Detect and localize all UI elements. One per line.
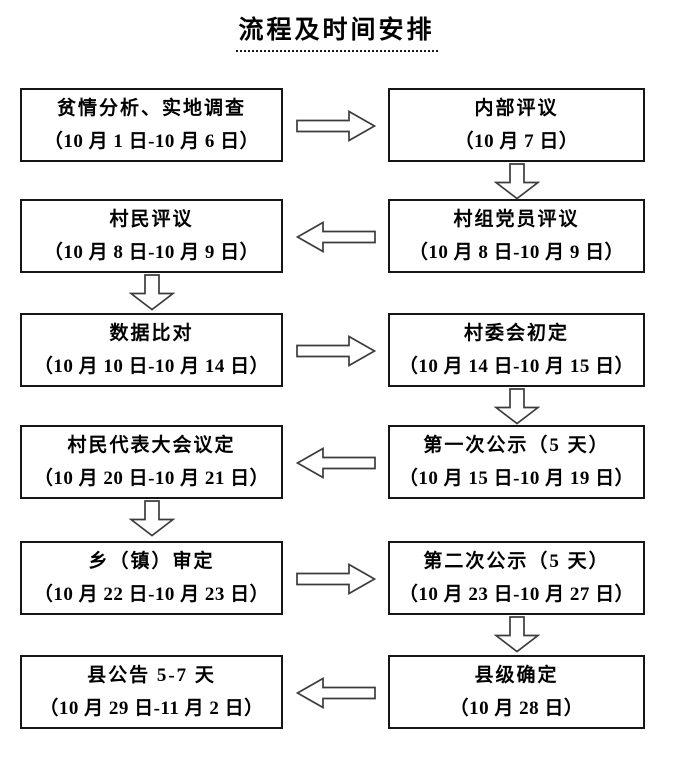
arrow-down-icon [494,616,540,653]
step-second-publicity: 第二次公示（5 天） （10 月 23 日-10 月 27 日） [388,541,645,615]
step-date: （10 月 1 日-10 月 6 日） [43,131,260,152]
step-name: 第二次公示（5 天） [423,551,610,572]
step-name: 村组党员评议 [453,209,580,230]
step-first-publicity: 第一次公示（5 天） （10 月 15 日-10 月 19 日） [388,425,645,499]
arrow-down-icon [494,163,540,200]
step-name: 贫情分析、实地调查 [56,98,246,119]
step-villager-review: 村民评议 （10 月 8 日-10 月 9 日） [20,199,283,273]
step-name: 县级确定 [474,665,559,686]
step-poverty-analysis: 贫情分析、实地调查 （10 月 1 日-10 月 6 日） [20,88,283,162]
arrow-left-icon [296,677,376,709]
step-name: 村民评议 [109,209,194,230]
arrow-down-icon [129,500,175,537]
step-name: 村委会初定 [463,323,569,344]
step-name: 村民代表大会议定 [67,435,236,456]
arrow-right-icon [296,563,376,595]
step-date: （10 月 20 日-10 月 21 日） [33,468,270,489]
step-date: （10 月 28 日） [449,698,584,719]
step-date: （10 月 14 日-10 月 15 日） [398,356,635,377]
step-internal-review: 内部评议 （10 月 7 日） [388,88,645,162]
step-name: 内部评议 [474,98,559,119]
arrow-left-icon [296,447,376,479]
arrow-right-icon [296,335,376,367]
step-date: （10 月 22 日-10 月 23 日） [33,584,270,605]
arrow-down-icon [129,274,175,311]
arrow-left-icon [296,221,376,253]
step-date: （10 月 23 日-10 月 27 日） [398,584,635,605]
step-date: （10 月 8 日-10 月 9 日） [43,242,260,263]
step-date: （10 月 7 日） [454,131,579,152]
step-date: （10 月 15 日-10 月 19 日） [398,468,635,489]
step-date: （10 月 29 日-11 月 2 日） [39,698,264,719]
step-date: （10 月 10 日-10 月 14 日） [33,356,270,377]
step-name: 第一次公示（5 天） [423,435,610,456]
page-title: 流程及时间安排 [235,10,438,52]
arrow-down-icon [494,388,540,425]
step-villager-congress-decision: 村民代表大会议定 （10 月 20 日-10 月 21 日） [20,425,283,499]
step-name: 数据比对 [109,323,194,344]
step-data-comparison: 数据比对 （10 月 10 日-10 月 14 日） [20,313,283,387]
step-county-announcement: 县公告 5-7 天 （10 月 29 日-11 月 2 日） [20,655,283,729]
step-name: 乡（镇）审定 [88,551,215,572]
step-township-review: 乡（镇）审定 （10 月 22 日-10 月 23 日） [20,541,283,615]
step-county-confirmation: 县级确定 （10 月 28 日） [388,655,645,729]
step-date: （10 月 8 日-10 月 9 日） [408,242,625,263]
step-name: 县公告 5-7 天 [87,665,216,686]
arrow-right-icon [296,110,376,142]
step-village-committee-initial: 村委会初定 （10 月 14 日-10 月 15 日） [388,313,645,387]
step-village-group-party-review: 村组党员评议 （10 月 8 日-10 月 9 日） [388,199,645,273]
